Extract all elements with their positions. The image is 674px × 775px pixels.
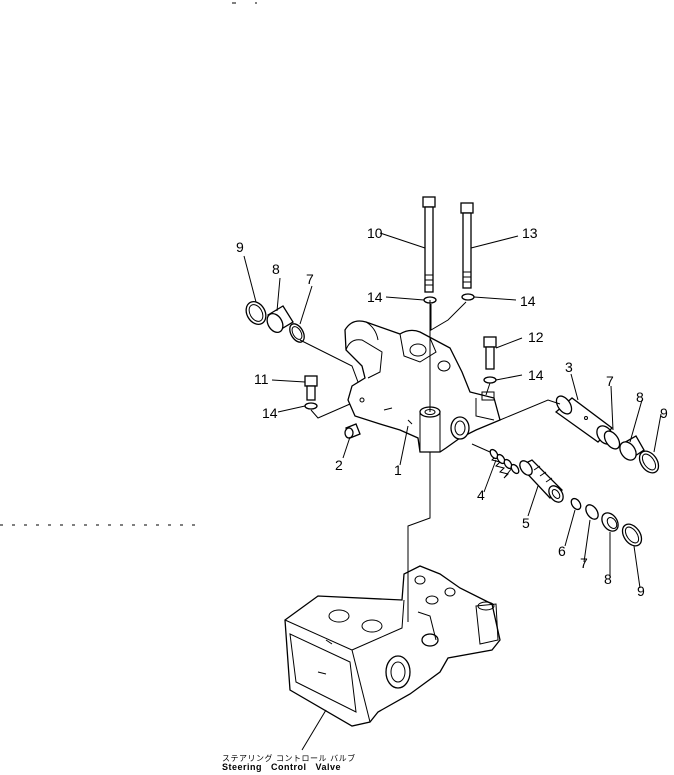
o-ring-7-left — [289, 323, 305, 343]
washer-14-d — [304, 402, 318, 410]
caption-english: Steering Control Valve — [222, 762, 342, 772]
callout-14-c: 14 — [528, 367, 544, 383]
callout-9-lower: 9 — [637, 583, 645, 599]
callout-3: 3 — [565, 359, 573, 375]
leader-lines — [243, 232, 662, 751]
callout-7-upper: 7 — [606, 373, 614, 389]
callout-11: 11 — [254, 371, 269, 387]
callout-labels: 10 13 14 14 12 14 11 14 9 8 7 2 1 3 7 8 … — [236, 225, 668, 599]
plug-2 — [344, 423, 361, 439]
bolt-11 — [304, 375, 318, 401]
seal-9-lower — [621, 523, 643, 547]
bolt-13 — [460, 202, 474, 289]
callout-13: 13 — [522, 225, 538, 241]
plug-8-upper — [619, 435, 645, 461]
spring-4 — [489, 448, 520, 479]
callout-6: 6 — [558, 543, 566, 559]
washer-14-b — [461, 293, 475, 301]
o-ring-7-upper — [603, 430, 621, 450]
callout-5: 5 — [522, 515, 530, 531]
callout-14-a: 14 — [367, 289, 383, 305]
callout-8-lower: 8 — [604, 571, 612, 587]
callout-4: 4 — [477, 487, 485, 503]
plug-8-left — [266, 305, 294, 333]
callout-2: 2 — [335, 457, 343, 473]
washer-14-c — [483, 376, 497, 384]
ring-6 — [570, 497, 582, 511]
callout-9-left: 9 — [236, 239, 244, 255]
callout-9-upper: 9 — [660, 405, 668, 421]
valve-body-1 — [344, 320, 501, 453]
o-ring-7-lower — [585, 504, 599, 520]
callout-7-lower: 7 — [580, 555, 588, 571]
bolt-12 — [483, 336, 497, 370]
steering-control-valve-housing — [284, 565, 501, 727]
callout-8-upper: 8 — [636, 389, 644, 405]
seal-9-upper — [638, 450, 660, 474]
callout-14-d: 14 — [262, 405, 278, 421]
callout-10: 10 — [367, 225, 383, 241]
seal-9-left — [245, 301, 267, 325]
callout-8-left: 8 — [272, 261, 280, 277]
callout-7-left: 7 — [306, 271, 314, 287]
bolt-10 — [422, 196, 436, 293]
spool-5 — [518, 459, 564, 503]
plug-8-lower — [601, 512, 619, 532]
callout-14-b: 14 — [520, 293, 536, 309]
callout-1: 1 — [394, 462, 402, 478]
callout-12: 12 — [528, 329, 544, 345]
caption-japanese: ステアリング コントロール バルブ — [222, 754, 356, 763]
